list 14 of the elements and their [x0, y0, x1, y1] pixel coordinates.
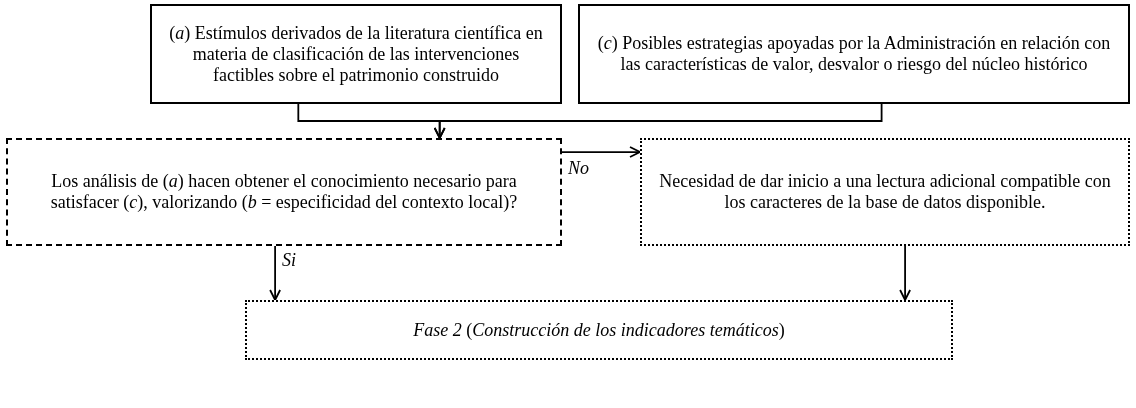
decision-box [6, 138, 562, 246]
source-box [150, 4, 562, 104]
node-text: Fase 2 (Construcción de los indicadores temáticos) [413, 319, 785, 341]
phase-box [245, 300, 953, 360]
arrow [269, 245, 281, 301]
arrow [899, 245, 911, 301]
process-box [640, 138, 1130, 246]
node-text: (a) Estímulos derivados de la literatura científica en materia de clasificación de las intervenciones factibles sobre el patrimonio construido [168, 22, 544, 86]
node-text: (c) Posibles estrategias apoyadas por la Administración en relación con las características de valor, desvalor o riesgo del núcleo histórico [596, 33, 1112, 75]
source-box [578, 4, 1130, 104]
arrow [433, 103, 883, 139]
node-text: Los análisis de (a) hacen obtener el conocimiento necesario para satisfacer (c), valorizando (b = especificidad del contexto local)? [49, 171, 519, 213]
arrow [561, 146, 641, 158]
node-text: Necesidad de dar inicio a una lectura adicional compatible con los caracteres de la base de datos disponible. [658, 171, 1112, 213]
